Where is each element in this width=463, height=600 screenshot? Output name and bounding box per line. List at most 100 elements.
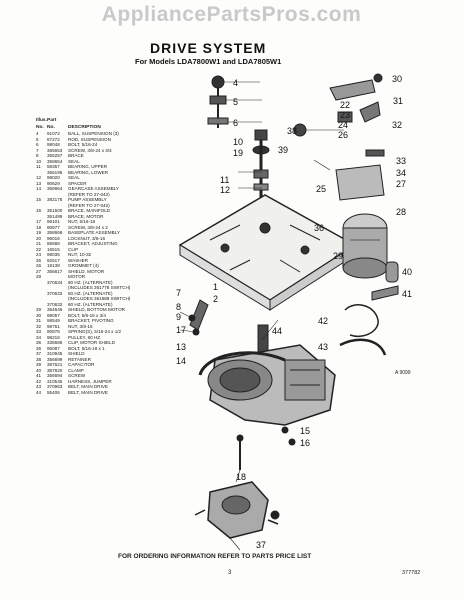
row-description: NUT, 3/8-16 — [68, 323, 93, 329]
parts-table-header: Illus. Part — [36, 118, 168, 124]
row-part-no: 310945 — [47, 351, 63, 356]
callout-31: 31 — [393, 96, 403, 106]
callout-24: 24 — [338, 120, 348, 130]
callout-28: 28 — [396, 207, 406, 217]
row-part-no: 310545 — [47, 378, 63, 384]
pivoting-bracket-part — [329, 79, 376, 101]
row-part-no: 370633 — [47, 290, 63, 296]
watermark: AppliancePartsPros.com — [101, 3, 362, 26]
row-part-no: 16515 — [47, 246, 60, 252]
row-illus-no: 16 — [36, 208, 42, 213]
callout-labels: 30 4 5 6 22 23 24 26 31 32 38 10 19 39 3… — [176, 74, 412, 550]
row-description: BOLT, 5/16-18 x 1 — [68, 345, 105, 351]
row-description: (REFER TO 27-042) — [68, 202, 110, 208]
row-part-no: 98216 — [47, 334, 60, 340]
retainer-part — [254, 129, 268, 141]
row-description: SPRING(S), 5/16-24 x 1/2 — [68, 329, 122, 334]
drive-pulley-hub — [219, 367, 261, 393]
page-subtitle: For Models LDA7800W1 and LDA7805W1 — [135, 57, 282, 66]
row-illus-no: 13 — [36, 180, 42, 186]
row-part-no: 382176 — [47, 197, 63, 202]
row-illus-no: 40 — [36, 367, 42, 373]
row-description: NUT, 10-32 — [68, 252, 92, 257]
row-description: BOLT, 5/16-24 — [68, 142, 98, 147]
row-description: WASHER — [68, 257, 88, 263]
clip-part — [337, 111, 353, 123]
callout-40: 40 — [402, 267, 412, 277]
row-illus-no: 31 — [36, 318, 42, 323]
row-illus-no: 41 — [36, 373, 42, 378]
callout-36: 36 — [314, 223, 324, 233]
callout-1: 1 — [213, 282, 218, 292]
row-part-no: 91072 — [47, 131, 60, 136]
row-description: CLIP — [68, 246, 79, 252]
header-description: DESCRIPTION — [68, 124, 101, 130]
header-no: No. — [36, 124, 44, 130]
row-description: BRACKET, PIVOTING — [68, 318, 114, 323]
row-illus-no: 42 — [36, 378, 42, 384]
callout-13: 13 — [176, 342, 186, 352]
pump-bolt — [270, 510, 280, 520]
callout-30: 30 — [392, 74, 402, 84]
callout-2: 2 — [213, 294, 218, 304]
row-description: CAPACITOR — [68, 362, 95, 367]
row-description: NUT, 5/16-18 — [68, 219, 96, 224]
suspension-ball-part — [211, 75, 225, 89]
callout-38: 38 — [287, 126, 297, 136]
row-part-no: 85588 — [47, 241, 60, 246]
row-description: BOLT, 5/8-16 x 3/4 — [68, 312, 106, 318]
callout-7: 7 — [176, 288, 181, 298]
baseplate-hole-3 — [259, 222, 271, 234]
row-illus-no: 39 — [36, 362, 42, 367]
row-part-no: 58357 — [47, 164, 60, 169]
callout-29: 29 — [333, 251, 343, 261]
row-illus-no: 15 — [36, 197, 42, 202]
row-description: BALL, SUSPENSION (3) — [68, 131, 119, 136]
row-part-no: 96087 — [47, 345, 60, 351]
row-illus-no: 12 — [36, 175, 42, 180]
row-part-no: 19138 — [47, 263, 60, 268]
callout-22: 22 — [340, 100, 350, 110]
row-illus-no: 28 — [36, 274, 42, 279]
row-illus-no: 14 — [36, 186, 42, 191]
row-description: BRACE, MANIFOLD — [68, 208, 111, 213]
row-illus-no: 19 — [36, 230, 42, 235]
callout-19: 19 — [233, 148, 243, 158]
suspension-fitting-part — [209, 95, 227, 105]
page-title: DRIVE SYSTEM — [150, 40, 267, 56]
row-description: BELT, MAIN DRIVE — [68, 389, 108, 395]
row-description: BRACE, MOTOR — [68, 213, 104, 219]
row-description: BEARING, UPPER — [68, 164, 108, 169]
row-description: BRACKET, ADJUSTING — [68, 241, 118, 246]
capacitor-clamp-part — [371, 285, 399, 301]
header-part: Part — [47, 118, 57, 123]
row-part-no: 354646 — [47, 307, 63, 312]
callout-17: 17 — [176, 325, 186, 335]
row-part-no: 356664 — [47, 186, 63, 191]
baseplate-hole-1 — [220, 243, 230, 253]
row-illus-no: 32 — [36, 323, 42, 329]
table-row: 14 356664 GEARCASE ASSEMBLY — [36, 186, 168, 192]
row-description: 60 HZ. (ALTERNATE) — [68, 290, 113, 296]
row-description: GEARCASE ASSEMBLY — [68, 186, 119, 191]
row-description: SCREW, 3/8-24 x 3/4 — [68, 147, 112, 153]
callout-39: 39 — [278, 145, 288, 155]
row-part-no: 90876 — [47, 329, 60, 334]
row-part-no: 87272 — [47, 136, 60, 142]
